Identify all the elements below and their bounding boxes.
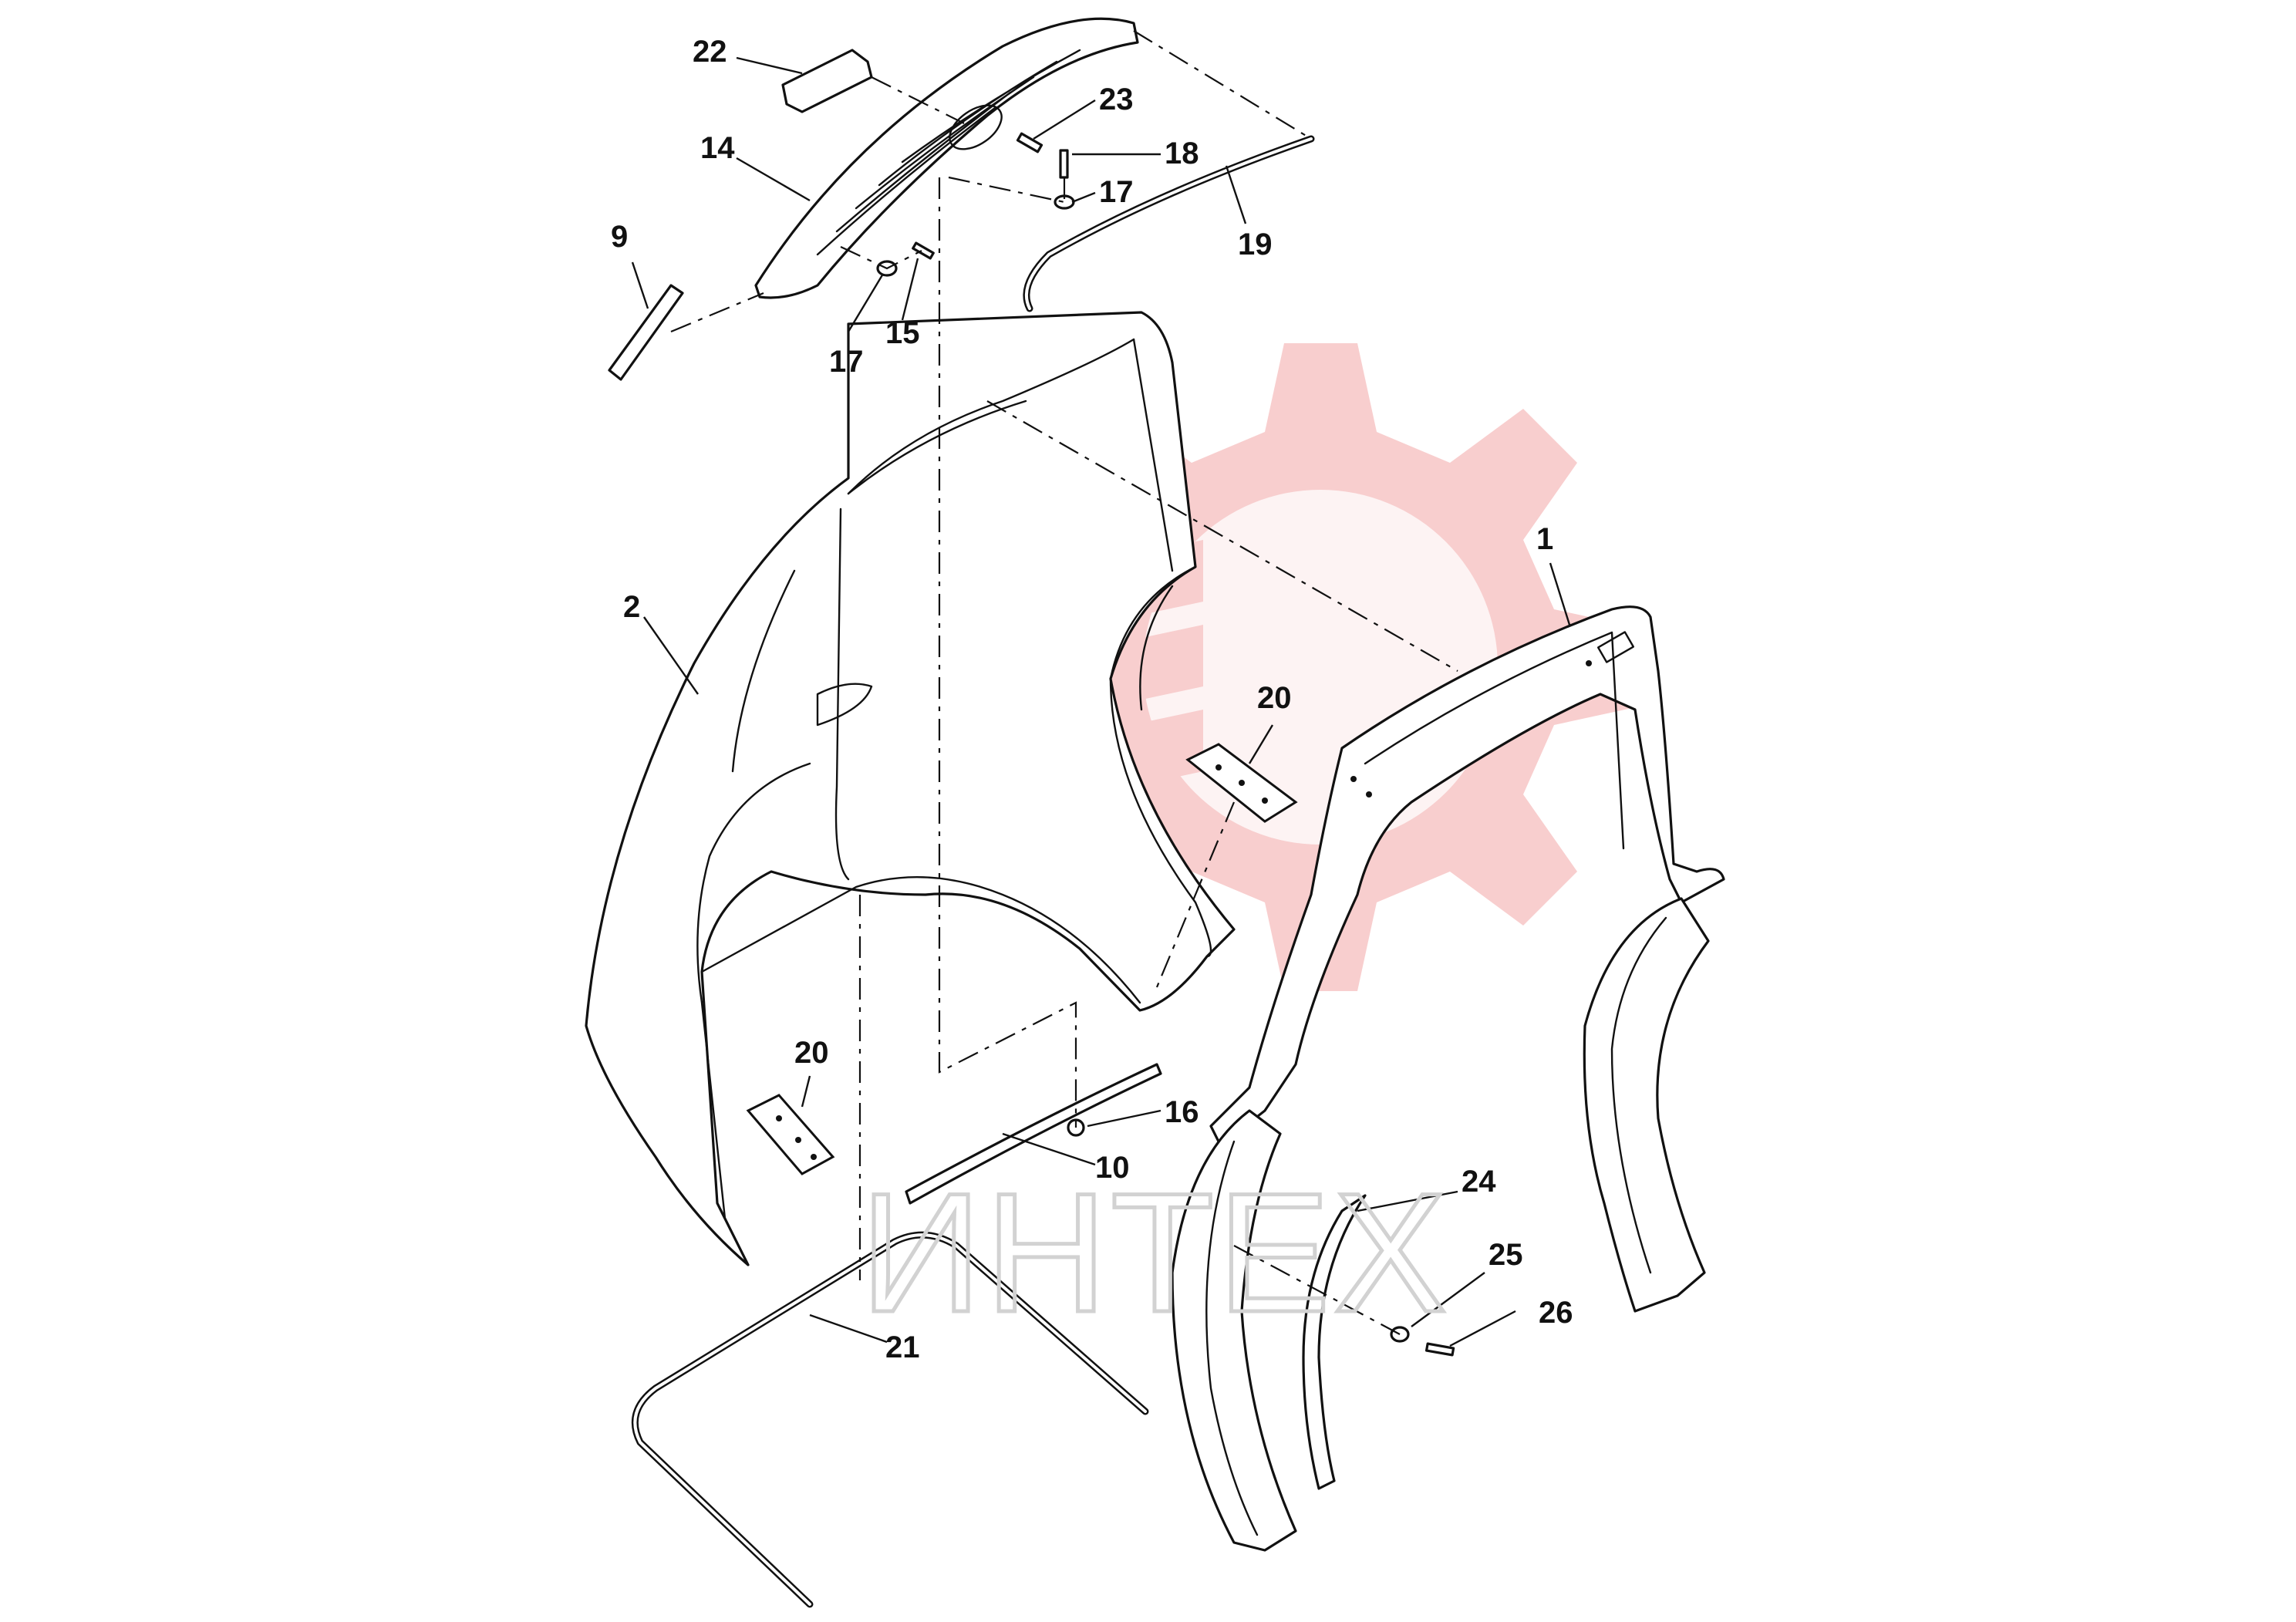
leader-24	[1357, 1190, 1458, 1212]
bolt-26	[1424, 1342, 1455, 1357]
plate-20-lower-hole-3	[811, 1154, 817, 1160]
callout-26: 26	[1539, 1296, 1573, 1330]
seal-21-inner	[633, 1233, 1147, 1606]
plate-20-upper-hole-2	[1239, 780, 1245, 786]
part-19-rod	[1023, 135, 1315, 312]
hood-inner-arch	[847, 338, 1135, 495]
callout-20-lower: 20	[794, 1036, 829, 1070]
part-2-hood-panel	[585, 311, 1236, 1266]
plate-20-upper-hole-1	[1215, 764, 1222, 771]
leader-23	[1033, 99, 1096, 140]
leader-2	[643, 616, 699, 695]
grille-body	[754, 17, 1139, 299]
grille-emblem	[949, 104, 1003, 150]
leader-26	[1449, 1310, 1516, 1347]
callout-17-left: 17	[829, 345, 864, 379]
leader-17b	[1071, 191, 1096, 204]
frame-1-hole-1	[1350, 776, 1357, 782]
part-22-bracket	[781, 49, 873, 113]
watermark-text: ИНТЕХ	[860, 1158, 1450, 1347]
callout-25: 25	[1489, 1238, 1523, 1272]
hood-outer-shell	[585, 311, 1236, 1266]
callout-2: 2	[623, 590, 640, 624]
fender-right-edge	[1610, 916, 1667, 1274]
plate-20-lower-hole-2	[795, 1137, 801, 1143]
hood-wheel-arch-left	[696, 762, 811, 1220]
callout-18: 18	[1165, 137, 1199, 170]
frame-1-body	[1209, 605, 1725, 1158]
line-plate20-upper	[1155, 801, 1236, 988]
leader-21	[809, 1313, 888, 1344]
plate-20-upper-hole-3	[1262, 798, 1268, 804]
plate-20-lower	[746, 1094, 835, 1175]
frame-1-slot	[1596, 631, 1635, 663]
callout-labels: 22 14 9 17 15 23 18 17 19 2 1 20 20 16 1…	[611, 35, 1573, 1364]
line-vertical-center	[938, 177, 1077, 1128]
callout-21: 21	[885, 1330, 920, 1364]
line-fender-to-bolt	[1233, 1245, 1401, 1335]
strip-10-body	[905, 1063, 1162, 1205]
frame-1-hole-3	[1586, 660, 1592, 666]
part-14-grille	[754, 17, 1139, 299]
leader-25	[1411, 1272, 1485, 1327]
leader-9	[631, 261, 649, 309]
callout-1: 1	[1536, 522, 1553, 556]
leader-14	[736, 157, 811, 202]
callout-16: 16	[1165, 1095, 1199, 1129]
hood-lower-edge	[700, 876, 1141, 1004]
bolt-15	[912, 241, 935, 260]
leader-19	[1225, 165, 1247, 224]
part-1-frame	[1209, 605, 1725, 1158]
part-21-wire-seal	[631, 1231, 1149, 1608]
bolt-23	[1016, 132, 1043, 153]
leader-17a	[847, 273, 885, 332]
panel-24-body	[1302, 1194, 1367, 1490]
strip-9-body	[608, 284, 684, 381]
grille-slats	[816, 49, 1081, 256]
fender-left-edge	[1205, 1140, 1259, 1536]
callout-15: 15	[885, 316, 920, 350]
part-10-strip	[905, 1063, 1162, 1205]
assembly-lines	[670, 30, 1458, 1335]
callout-22: 22	[693, 35, 727, 69]
line-grille-to-rod	[1133, 30, 1312, 140]
callout-9: 9	[611, 220, 628, 254]
fender-right-section	[1583, 897, 1710, 1313]
callout-23: 23	[1099, 83, 1134, 116]
callout-14: 14	[700, 131, 735, 165]
leader-16	[1087, 1109, 1161, 1128]
bolt-18	[1059, 149, 1069, 179]
frame-1-hole-2	[1366, 791, 1372, 798]
line-strip9-to-grille	[670, 292, 764, 333]
bracket-22-body	[781, 49, 873, 113]
leader-20a	[1248, 724, 1274, 764]
callout-20-upper: 20	[1257, 681, 1292, 715]
leader-lines	[631, 56, 1571, 1347]
callout-24: 24	[1462, 1165, 1496, 1199]
hood-inner-opening	[834, 338, 1174, 881]
line-hood-to-frame	[986, 400, 1458, 672]
plate-20-lower-hole-1	[776, 1115, 782, 1121]
leader-15	[901, 258, 919, 321]
callout-19: 19	[1238, 228, 1273, 261]
hood-front-curve	[731, 569, 796, 773]
part-9-strip	[608, 284, 684, 381]
leader-10	[1002, 1132, 1096, 1166]
line-grille-to-bolt17	[948, 176, 1065, 204]
callout-10: 10	[1095, 1151, 1130, 1185]
line-grille-to-washers	[840, 246, 922, 270]
leader-1	[1549, 562, 1571, 626]
fender-right-body	[1583, 897, 1710, 1313]
part-24-panel	[1302, 1194, 1367, 1490]
line-bracket22-to-grille	[871, 76, 965, 124]
rod-19-inner	[1024, 137, 1313, 310]
callout-17-right: 17	[1099, 175, 1134, 209]
hood-vent-slot	[816, 683, 873, 727]
frame-1-inner-edge	[1364, 631, 1625, 850]
leader-22	[736, 56, 803, 75]
leader-20b	[801, 1075, 811, 1108]
part-20-plates	[746, 743, 1298, 1175]
hood-wheel-arch-right	[1109, 565, 1212, 958]
